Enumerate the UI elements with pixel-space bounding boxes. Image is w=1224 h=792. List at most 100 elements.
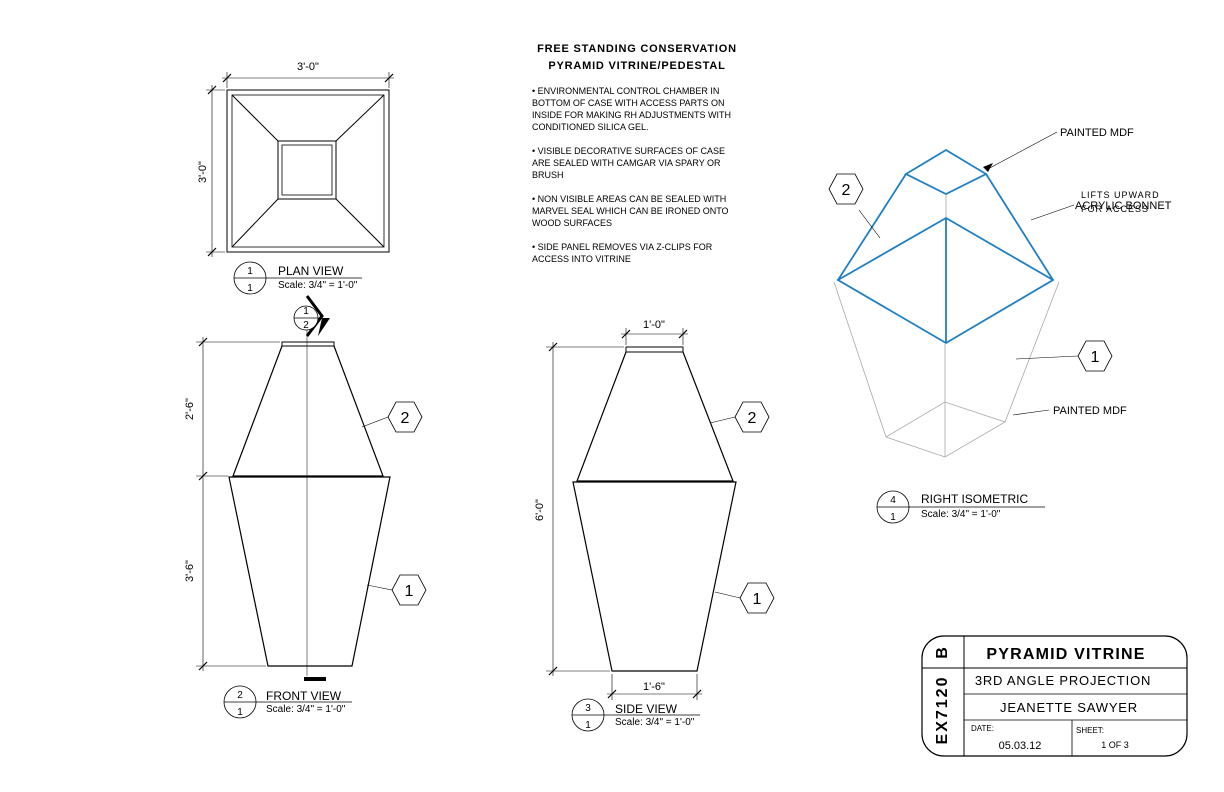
callout-number: 1 [753, 591, 762, 608]
view-tag-sheet: 1 [890, 512, 896, 523]
section-arrow-head [318, 318, 330, 336]
plan-hip-line [335, 94, 385, 142]
leader-line [1012, 409, 1050, 416]
view-title: FRONT VIEW [266, 689, 342, 703]
leader-line [361, 416, 389, 428]
front-bonnet-outline [232, 345, 384, 477]
isometric-view-tag: 4 1 RIGHT ISOMETRIC Scale: 3/4" = 1'-0" [876, 490, 1045, 524]
note-line: INSIDE FOR MAKING RH ADJUSTMENTS WITH [532, 110, 731, 120]
plan-hip-line [231, 198, 279, 248]
leader-line [1015, 355, 1079, 360]
front-pedestal-outline [228, 476, 391, 667]
callout-hexagon [1077, 340, 1113, 372]
isometric-bonnet [836, 148, 1055, 345]
section-cut-marker [304, 677, 326, 681]
note-item: • NON VISIBLE AREAS CAN BE SEALED WITH M… [532, 194, 729, 228]
front-top-cap [281, 341, 335, 347]
iso-label-acrylic-bonnet: ACRYLIC BONNET [1075, 200, 1172, 212]
callout-hexagon [387, 401, 423, 433]
note-item: • SIDE PANEL REMOVES VIA Z-CLIPS FOR ACC… [532, 242, 713, 264]
drawing-title: PYRAMID VITRINE [986, 646, 1145, 663]
drawing-number: EX7120 [934, 676, 951, 745]
note-line: • NON VISIBLE AREAS CAN BE SEALED WITH [532, 194, 726, 204]
dimension-tick [692, 689, 702, 699]
plan-view [226, 89, 390, 253]
side-bottom-dimension: 1'-6" [643, 681, 665, 693]
view-tag-sheet: 1 [585, 720, 591, 731]
callout-number: 2 [748, 410, 757, 427]
leader-line [709, 416, 736, 424]
side-dimensions [546, 328, 702, 700]
leader-line [985, 131, 1058, 171]
plan-hip-line [231, 94, 279, 142]
callout-number: 2 [842, 182, 851, 199]
callout-number: 1 [1091, 349, 1100, 366]
callout-hexagon [391, 574, 427, 606]
iso-edge [833, 281, 887, 438]
front-upper-dimension: 2'-6" [184, 398, 196, 420]
callout-number: 1 [405, 583, 414, 600]
side-top-dimension: 1'-0" [643, 319, 665, 331]
dimension-tick [548, 342, 558, 352]
note-line: BRUSH [532, 170, 564, 180]
side-view-tag: 3 1 SIDE VIEW Scale: 3/4" = 1'-0" [571, 698, 700, 732]
side-callout-pedestal: 1 [714, 582, 775, 614]
side-view [572, 346, 737, 672]
leader-line [714, 591, 741, 599]
callout-hexagon [734, 401, 770, 433]
plan-top-inner-square [281, 144, 333, 196]
note-line: • VISIBLE DECORATIVE SURFACES OF CASE [532, 146, 725, 156]
dimension-tick [384, 73, 394, 83]
note-item: • ENVIRONMENTAL CONTROL CHAMBER IN BOTTO… [532, 86, 731, 132]
leader-line [858, 209, 881, 239]
date-value: 05.03.12 [999, 740, 1042, 752]
side-top-cap [625, 346, 684, 353]
plan-dimensions [206, 72, 394, 257]
note-line: WOOD SURFACES [532, 218, 612, 228]
sheet-label: SHEET: [1076, 726, 1104, 735]
note-line: BOTTOM OF CASE WITH ACCESS PARTS ON [532, 98, 725, 108]
date-label: DATE: [971, 724, 994, 733]
sheet-value: 1 OF 3 [1101, 740, 1129, 750]
iso-base [885, 401, 1006, 458]
callout-hexagon [828, 173, 864, 205]
view-tag-sheet: 1 [247, 283, 253, 294]
projection-label: 3RD ANGLE PROJECTION [975, 673, 1151, 688]
view-title: RIGHT ISOMETRIC [921, 492, 1028, 506]
dimension-tick [207, 85, 217, 95]
section-arrow [305, 295, 324, 337]
side-pedestal-outline [572, 481, 737, 672]
view-tag-number: 4 [890, 495, 896, 506]
dimension-tick [198, 471, 208, 481]
front-dimensions [196, 337, 280, 671]
front-callout-bonnet: 2 [361, 401, 423, 433]
title-block-border [921, 635, 1188, 757]
notes-title-line2: PYRAMID VITRINE/PEDESTAL [548, 60, 725, 72]
section-sheet: 2 [303, 320, 309, 331]
dimension-tick [198, 661, 208, 671]
note-line: CONDITIONED SILICA GEL. [532, 122, 649, 132]
iso-label-for-access: FOR ACCESS [1081, 204, 1149, 214]
iso-bonnet-top [904, 148, 988, 196]
iso-callout-bonnet: 2 [828, 173, 864, 205]
view-tag-number: 3 [585, 703, 591, 714]
iso-callout-pedestal: 1 [1077, 340, 1113, 372]
plan-hip-line [335, 198, 385, 248]
iso-top-hidden [905, 173, 987, 195]
leader-line [1030, 204, 1075, 221]
note-line: • ENVIRONMENTAL CONTROL CHAMBER IN [532, 86, 719, 96]
plan-top-square [277, 140, 337, 200]
iso-label-painted-mdf-top: PAINTED MDF [1060, 127, 1134, 139]
revision-letter: B [934, 645, 951, 659]
view-title: SIDE VIEW [615, 702, 678, 716]
front-view [228, 310, 391, 681]
designer-name: JEANETTE SAWYER [1000, 700, 1138, 715]
front-view-tag: 2 1 FRONT VIEW Scale: 3/4" = 1'-0" [223, 685, 352, 719]
note-line: MARVEL SEAL WHICH CAN BE IRONED ONTO [532, 206, 729, 216]
plan-view-tag: 1 1 PLAN VIEW Scale: 3/4" = 1'-0" [233, 261, 362, 295]
dimension-tick [607, 689, 617, 699]
iso-bonnet-edge [985, 173, 1054, 281]
view-title: PLAN VIEW [278, 264, 344, 278]
view-scale: Scale: 3/4" = 1'-0" [921, 509, 1001, 520]
iso-edge [1004, 281, 1060, 423]
